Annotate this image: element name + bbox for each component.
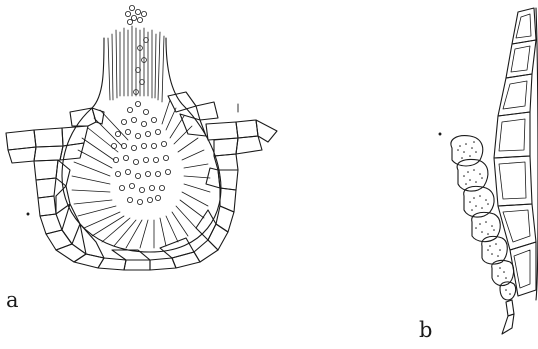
right-surface-cells bbox=[168, 92, 277, 156]
paraphyses bbox=[72, 26, 210, 248]
hollow-cell-chain bbox=[494, 8, 538, 300]
cell-stipple bbox=[457, 141, 511, 295]
chain-dot bbox=[439, 133, 441, 135]
panel-a-drawing bbox=[6, 5, 277, 270]
cup-wall-cells bbox=[34, 154, 238, 270]
panel-label-b: b bbox=[419, 318, 432, 342]
tissue-dot bbox=[27, 213, 29, 215]
panel-label-a: a bbox=[6, 288, 19, 312]
left-surface-cells bbox=[6, 108, 104, 163]
panel-b-drawing bbox=[439, 8, 538, 334]
